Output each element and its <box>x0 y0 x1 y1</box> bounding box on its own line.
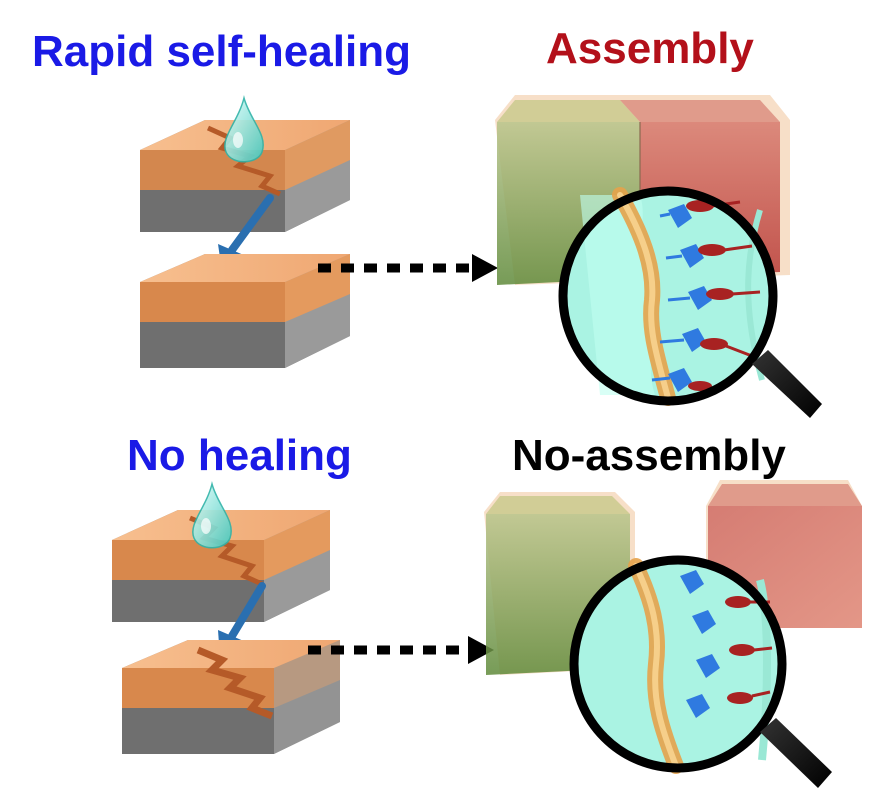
guest-molecule <box>727 690 771 704</box>
guest-molecule <box>729 644 773 656</box>
host-molecule <box>692 610 716 634</box>
magnifier-icon-top <box>558 186 822 418</box>
host-guest-pair <box>665 244 753 268</box>
no-healing-label: No healing <box>127 431 352 480</box>
no-assembly-label: No-assembly <box>512 431 786 480</box>
dashed-arrow-top <box>318 254 498 282</box>
rapid-self-healing-label: Rapid self-healing <box>32 27 411 76</box>
host-molecule <box>680 570 704 594</box>
water-drop-icon <box>192 481 232 549</box>
host-molecule <box>696 654 720 678</box>
host-guest-pair <box>667 286 761 310</box>
magnifier-icon-bottom <box>569 555 832 788</box>
cracked-film-slab-bottom-1 <box>112 510 330 622</box>
dashed-arrow-bottom <box>308 636 494 664</box>
water-drop-icon <box>224 95 264 163</box>
cracked-film-slab-top <box>140 120 350 232</box>
healed-film-slab <box>140 254 350 368</box>
host-guest-pair <box>651 368 712 392</box>
host-guest-pair <box>659 328 753 358</box>
unhealed-film-slab <box>122 640 340 754</box>
host-molecule <box>686 694 710 718</box>
assembly-label: Assembly <box>546 24 754 73</box>
